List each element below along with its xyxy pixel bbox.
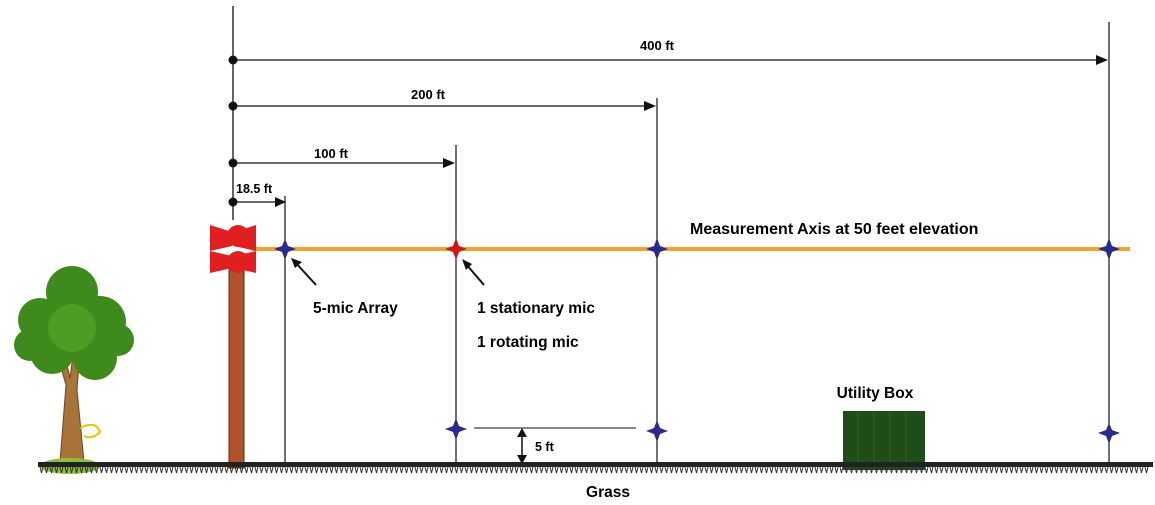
height-label: 5 ft xyxy=(535,440,555,454)
dimension-200ft xyxy=(228,101,656,111)
ground-grass xyxy=(38,462,1153,474)
stationary-mic-label: 1 stationary mic xyxy=(477,300,595,317)
dimension-18-5ft xyxy=(228,197,286,207)
rotating-mic-label: 1 rotating mic xyxy=(477,334,579,351)
mic-marker-400ft-ground xyxy=(1098,423,1120,444)
ground-label: Grass xyxy=(586,484,630,501)
speaker-array xyxy=(210,225,256,273)
label-18-5ft: 18.5 ft xyxy=(236,182,273,196)
utility-box-label: Utility Box xyxy=(837,385,914,402)
dimension-400ft xyxy=(228,55,1108,65)
label-400ft: 400 ft xyxy=(640,38,675,53)
utility-box xyxy=(843,411,925,470)
label-100ft: 100 ft xyxy=(314,146,349,161)
label-200ft: 200 ft xyxy=(411,87,446,102)
mic-marker-100ft-axis xyxy=(445,238,467,260)
tree xyxy=(14,266,134,463)
mic-marker-100ft-ground xyxy=(445,418,467,440)
mic-marker-200ft-ground xyxy=(646,420,668,442)
array-label: 5-mic Array xyxy=(313,300,398,317)
mic-marker-18-5ft xyxy=(274,239,296,260)
pole xyxy=(228,261,245,469)
arrow-stationary-mic xyxy=(462,259,485,286)
arrow-5-mic-array xyxy=(291,258,317,286)
dimension-100ft xyxy=(228,158,455,168)
height-arrow xyxy=(517,428,527,464)
mic-marker-400ft-axis xyxy=(1098,238,1120,260)
axis-label: Measurement Axis at 50 feet elevation xyxy=(690,221,978,238)
mic-marker-200ft-axis xyxy=(646,238,668,260)
